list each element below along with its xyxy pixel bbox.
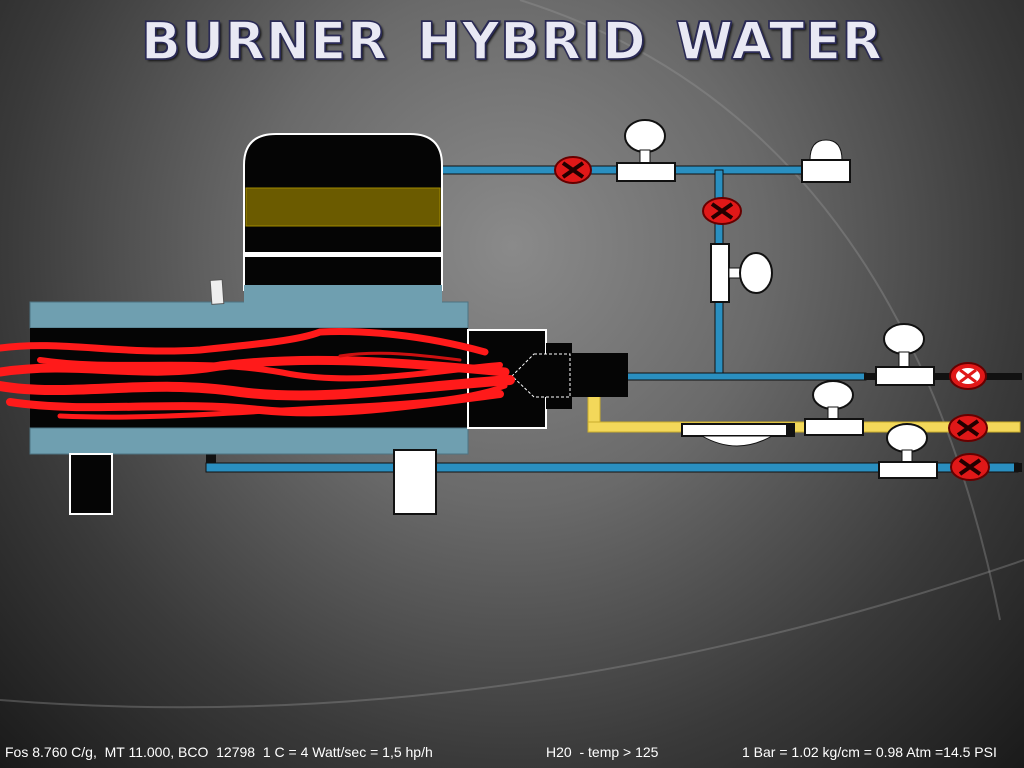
valve-icon-top[interactable] (554, 156, 592, 184)
background-arcs (0, 0, 1024, 709)
pressure-gauge-middle[interactable] (875, 323, 935, 386)
flame (0, 328, 515, 420)
valve-icon-fuel[interactable] (948, 414, 988, 442)
pressure-gauge-fuel[interactable] (804, 380, 864, 436)
dome-cap-top (801, 139, 851, 183)
vent-stub (209, 279, 225, 305)
water-pipe-bottom (205, 454, 1022, 473)
page-title: BURNER HYBRID WATER (140, 11, 883, 73)
pressure-gauge-top[interactable] (616, 119, 676, 182)
fuel-filter (681, 423, 795, 447)
footer-right-note: 1 Bar = 1.02 kg/cm = 0.98 Atm =14.5 PSI (742, 744, 997, 760)
pressure-gauge-vertical[interactable] (710, 243, 773, 303)
pressure-gauge-bottom[interactable] (878, 423, 938, 479)
burner-nozzle (467, 329, 628, 429)
valve-icon-vertical[interactable] (702, 197, 742, 225)
footer-middle-note: H20 - temp > 125 (546, 744, 659, 760)
support-leg-right (393, 449, 437, 515)
support-leg-left (69, 453, 113, 515)
valve-icon-bottom[interactable] (950, 453, 990, 481)
footer-left-note: Fos 8.760 C/g, MT 11.000, BCO 12798 1 C … (5, 744, 433, 760)
valve-icon-middle[interactable] (949, 362, 987, 390)
water-tank (243, 133, 443, 303)
